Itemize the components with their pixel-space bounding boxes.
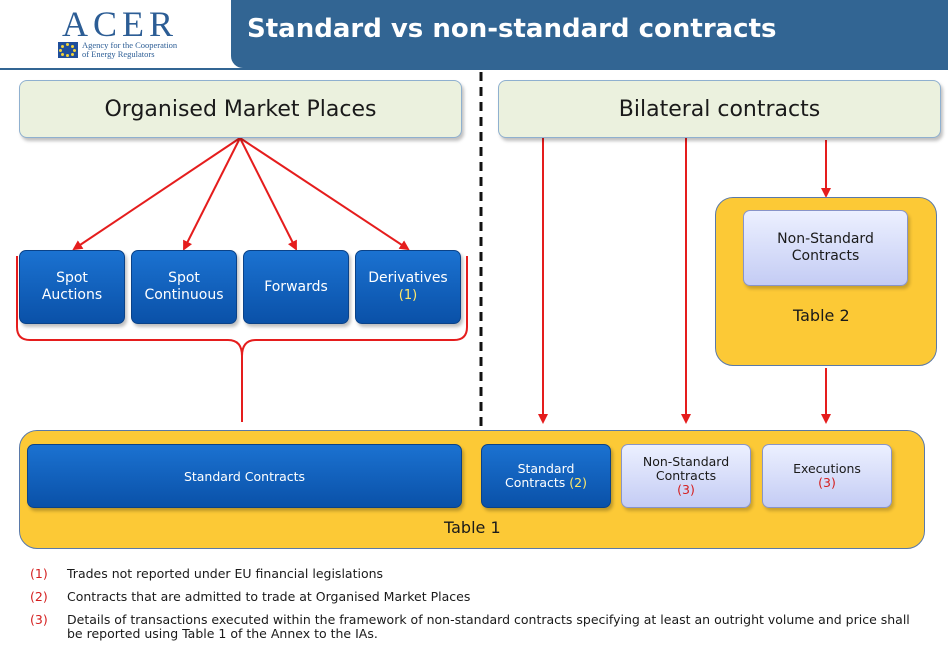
bilateral-nonstandard-box: Non-Standard Contracts (3) xyxy=(621,444,751,508)
derivatives-box: Derivatives (1) xyxy=(355,250,461,324)
bilateral-standard-line2: Contracts xyxy=(505,475,566,490)
bilateral-nonstandard-note-ref: (3) xyxy=(677,482,695,497)
table1-label: Table 1 xyxy=(444,518,501,537)
footnote-3: (3) Details of transactions executed wit… xyxy=(30,613,910,641)
eu-flag-icon xyxy=(58,42,78,58)
bilateral-nonstandard-line1: Non-Standard xyxy=(642,454,730,469)
logo-line1: Agency for the Cooperation xyxy=(82,40,178,50)
standard-contracts-label: Standard Contracts xyxy=(183,468,306,484)
forwards-label: Forwards xyxy=(264,278,328,295)
footnotes: (1) Trades not reported under EU financi… xyxy=(30,567,910,650)
arrow-to-forwards xyxy=(239,137,297,251)
spot-auctions-line2: Auctions xyxy=(41,287,103,303)
standard-contracts-box: Standard Contracts xyxy=(27,444,462,508)
organised-market-places-label: Organised Market Places xyxy=(104,96,377,122)
footnote-1-text: Trades not reported under EU financial l… xyxy=(67,566,384,581)
logo-subtitle: Agency for the Cooperation of Energy Reg… xyxy=(82,41,177,59)
bilateral-standard-line2-group: Contracts (2) xyxy=(505,476,587,490)
spot-continuous-line1: Spot xyxy=(168,270,200,286)
forwards-box: Forwards xyxy=(243,250,349,324)
table2-box-line2: Contracts xyxy=(791,248,860,264)
footnote-1: (1) Trades not reported under EU financi… xyxy=(30,567,910,581)
footnote-1-number: (1) xyxy=(30,566,48,581)
footnote-3-number: (3) xyxy=(30,612,48,627)
bilateral-nonstandard-line2: Contracts xyxy=(655,468,717,483)
spot-continuous-line2: Continuous xyxy=(144,287,224,303)
footnote-3-text: Details of transactions executed within … xyxy=(67,612,910,641)
bilateral-contracts-header: Bilateral contracts xyxy=(498,80,941,138)
bilateral-standard-line1: Standard xyxy=(517,461,575,476)
grouping-brace xyxy=(16,256,468,422)
spot-auctions-box: Spot Auctions xyxy=(19,250,125,324)
acer-logo: ACER Agency for the Cooperation of Energ… xyxy=(56,4,226,62)
arrow-to-spot-continuous xyxy=(183,137,241,251)
executions-box: Executions (3) xyxy=(762,444,892,508)
organised-market-places-header: Organised Market Places xyxy=(19,80,462,138)
table2-label: Table 2 xyxy=(793,306,850,325)
logo-wordmark: ACER xyxy=(62,4,179,44)
table2-nonstandard-box: Non-Standard Contracts xyxy=(743,210,908,286)
page-title: Standard vs non-standard contracts xyxy=(247,14,777,44)
footnote-2: (2) Contracts that are admitted to trade… xyxy=(30,590,910,604)
table2-box-line1: Non-Standard xyxy=(777,231,874,247)
bilateral-contracts-label: Bilateral contracts xyxy=(618,96,821,122)
spot-auctions-line1: Spot xyxy=(56,270,88,286)
derivatives-note-ref: (1) xyxy=(398,288,418,303)
arrow-to-spot-auctions xyxy=(72,137,241,251)
footnote-2-number: (2) xyxy=(30,589,48,604)
spot-continuous-box: Spot Continuous xyxy=(131,250,237,324)
logo-line2: of Energy Regulators xyxy=(82,49,155,59)
arrow-to-derivatives xyxy=(239,137,410,251)
executions-note-ref: (3) xyxy=(818,475,836,490)
footnote-2-text: Contracts that are admitted to trade at … xyxy=(67,589,471,604)
title-bar: Standard vs non-standard contracts xyxy=(231,0,948,68)
bilateral-standard-box: Standard Contracts (2) xyxy=(481,444,611,508)
executions-label: Executions xyxy=(793,461,861,476)
bilateral-standard-note-ref: (2) xyxy=(569,475,587,490)
header-divider xyxy=(0,68,948,70)
derivatives-label: Derivatives xyxy=(368,270,448,286)
